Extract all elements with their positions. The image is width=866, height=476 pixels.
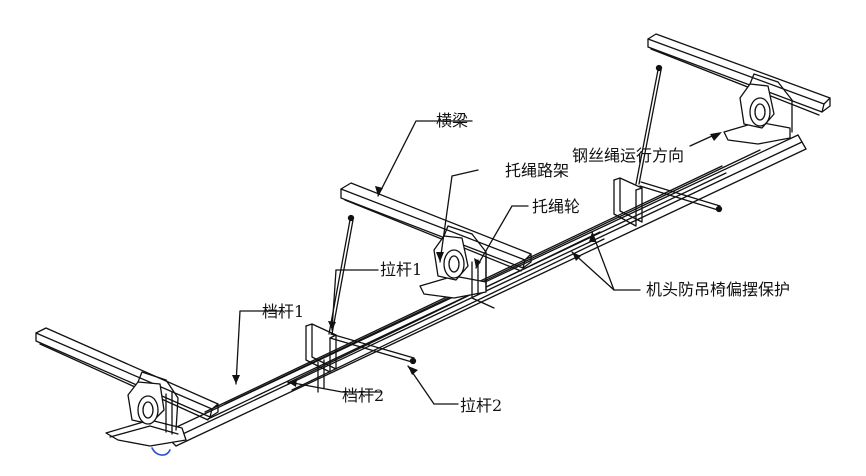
rope-support-frames [165, 177, 643, 435]
leader-arrowheads [232, 132, 722, 387]
crossbeam-middle [340, 182, 532, 272]
label-rope-direction: 钢丝绳运行方向 [572, 146, 685, 165]
label-stop-rod-2: 档杆2 [342, 386, 385, 405]
label-pull-rod-2: 拉杆2 [460, 396, 503, 415]
label-rope-support-frame: 托绳路架 [505, 161, 570, 180]
label-anti-swing: 机头防吊椅偏摆保护 [646, 280, 791, 299]
pull-rods [328, 64, 723, 365]
label-rope-wheel: 托绳轮 [532, 197, 581, 216]
crossbeam-left [35, 327, 219, 421]
label-crossbeam: 横梁 [436, 111, 469, 130]
rope-wheel-right [723, 73, 793, 145]
crossbeam-right [647, 33, 831, 116]
rope-wheel-middle [419, 225, 487, 299]
label-pull-rod-1: 拉杆1 [380, 260, 423, 279]
label-stop-rod-1: 档杆1 [262, 302, 305, 321]
leader-lines [235, 120, 713, 405]
